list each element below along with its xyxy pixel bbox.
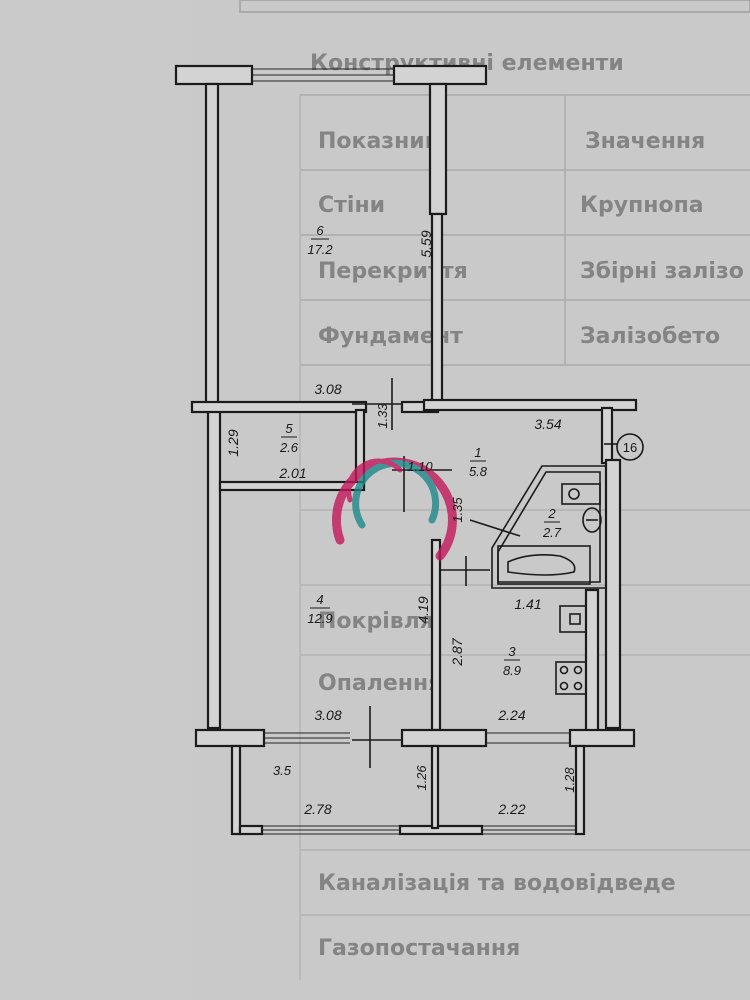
bg-row-gas: Газопостачання: [318, 936, 520, 961]
dim-kitchen-width: 2.24: [497, 707, 525, 723]
room-1-area: 5.8: [469, 464, 488, 479]
room-4-number: 4: [316, 592, 323, 607]
bg-row-heating: Опалення: [318, 671, 442, 696]
dim-corridor-width: 3.54: [534, 416, 561, 432]
dim-passage-width: 1.33: [375, 403, 390, 429]
bg-row-sewage: Каналізація та водовідведе: [318, 871, 676, 896]
windows: [252, 68, 576, 835]
bg-col-indicator: Показник: [318, 129, 440, 154]
toilet-icon: [582, 507, 602, 533]
background-form: Конструктивні елементи Показник Значення…: [239, 0, 750, 980]
dim-door-width: 1.10: [407, 459, 433, 474]
watermark-logo: [331, 457, 457, 561]
room-5-number: 5: [285, 421, 293, 436]
dim-room5-width: 2.01: [278, 465, 306, 481]
dim-room5-height: 1.29: [225, 429, 241, 456]
bathroom: [491, 465, 607, 589]
dim-room4-width: 3.08: [314, 707, 341, 723]
dim-balcony2-depth: 1.28: [562, 767, 577, 793]
room-4-area: 12.9: [307, 611, 332, 626]
room-2-number: 2: [547, 506, 556, 521]
sink-icon: [561, 483, 601, 505]
dim-balcony1-depth: 1.26: [414, 765, 429, 791]
balcony-area: 3.5: [273, 763, 292, 778]
bg-col-value: Значення: [585, 129, 705, 154]
room-6-area: 17.2: [307, 242, 333, 257]
dim-bath-width: 1.41: [514, 596, 541, 612]
stove-icon: [555, 661, 587, 695]
room-3-number: 3: [508, 644, 516, 659]
dimension-labels: 5.59 3.08 3.54 1.29 2.01 1.33 1.10 1.35 …: [225, 230, 577, 817]
dim-room6-height: 5.59: [418, 230, 434, 257]
riser-marker: 16: [604, 433, 644, 461]
bg-row-roof: Покрівля: [318, 609, 434, 634]
dim-kitchen-height: 2.87: [449, 637, 465, 666]
room-2-area: 2.7: [542, 525, 562, 540]
room-6-number: 6: [316, 223, 324, 238]
bg-row-floors: Перекриття: [318, 259, 468, 284]
bg-row-walls: Стіни: [318, 193, 385, 218]
walls: [174, 64, 638, 836]
kitchen-sink-icon: [559, 605, 587, 633]
room-3-area: 8.9: [503, 663, 521, 678]
bg-val-floors: Збірні залізо: [580, 259, 744, 284]
dim-room6-width: 3.08: [314, 381, 341, 397]
dim-bath-depth: 1.35: [450, 497, 465, 523]
bg-val-foundation: Залізобето: [580, 324, 720, 349]
room-5-area: 2.6: [279, 440, 299, 455]
room-labels: 6 17.2 5 2.6 1 5.8 2 2.7 4 12.9 3 8.9 3.…: [273, 223, 562, 778]
dim-room4-height: 4.19: [415, 596, 431, 623]
room-1-number: 1: [474, 445, 481, 460]
dim-balcony2-width: 2.22: [497, 801, 525, 817]
riser-marker-label: 16: [623, 440, 637, 455]
bg-val-walls: Крупнопа: [580, 193, 704, 218]
dim-balcony1-width: 2.78: [303, 801, 331, 817]
